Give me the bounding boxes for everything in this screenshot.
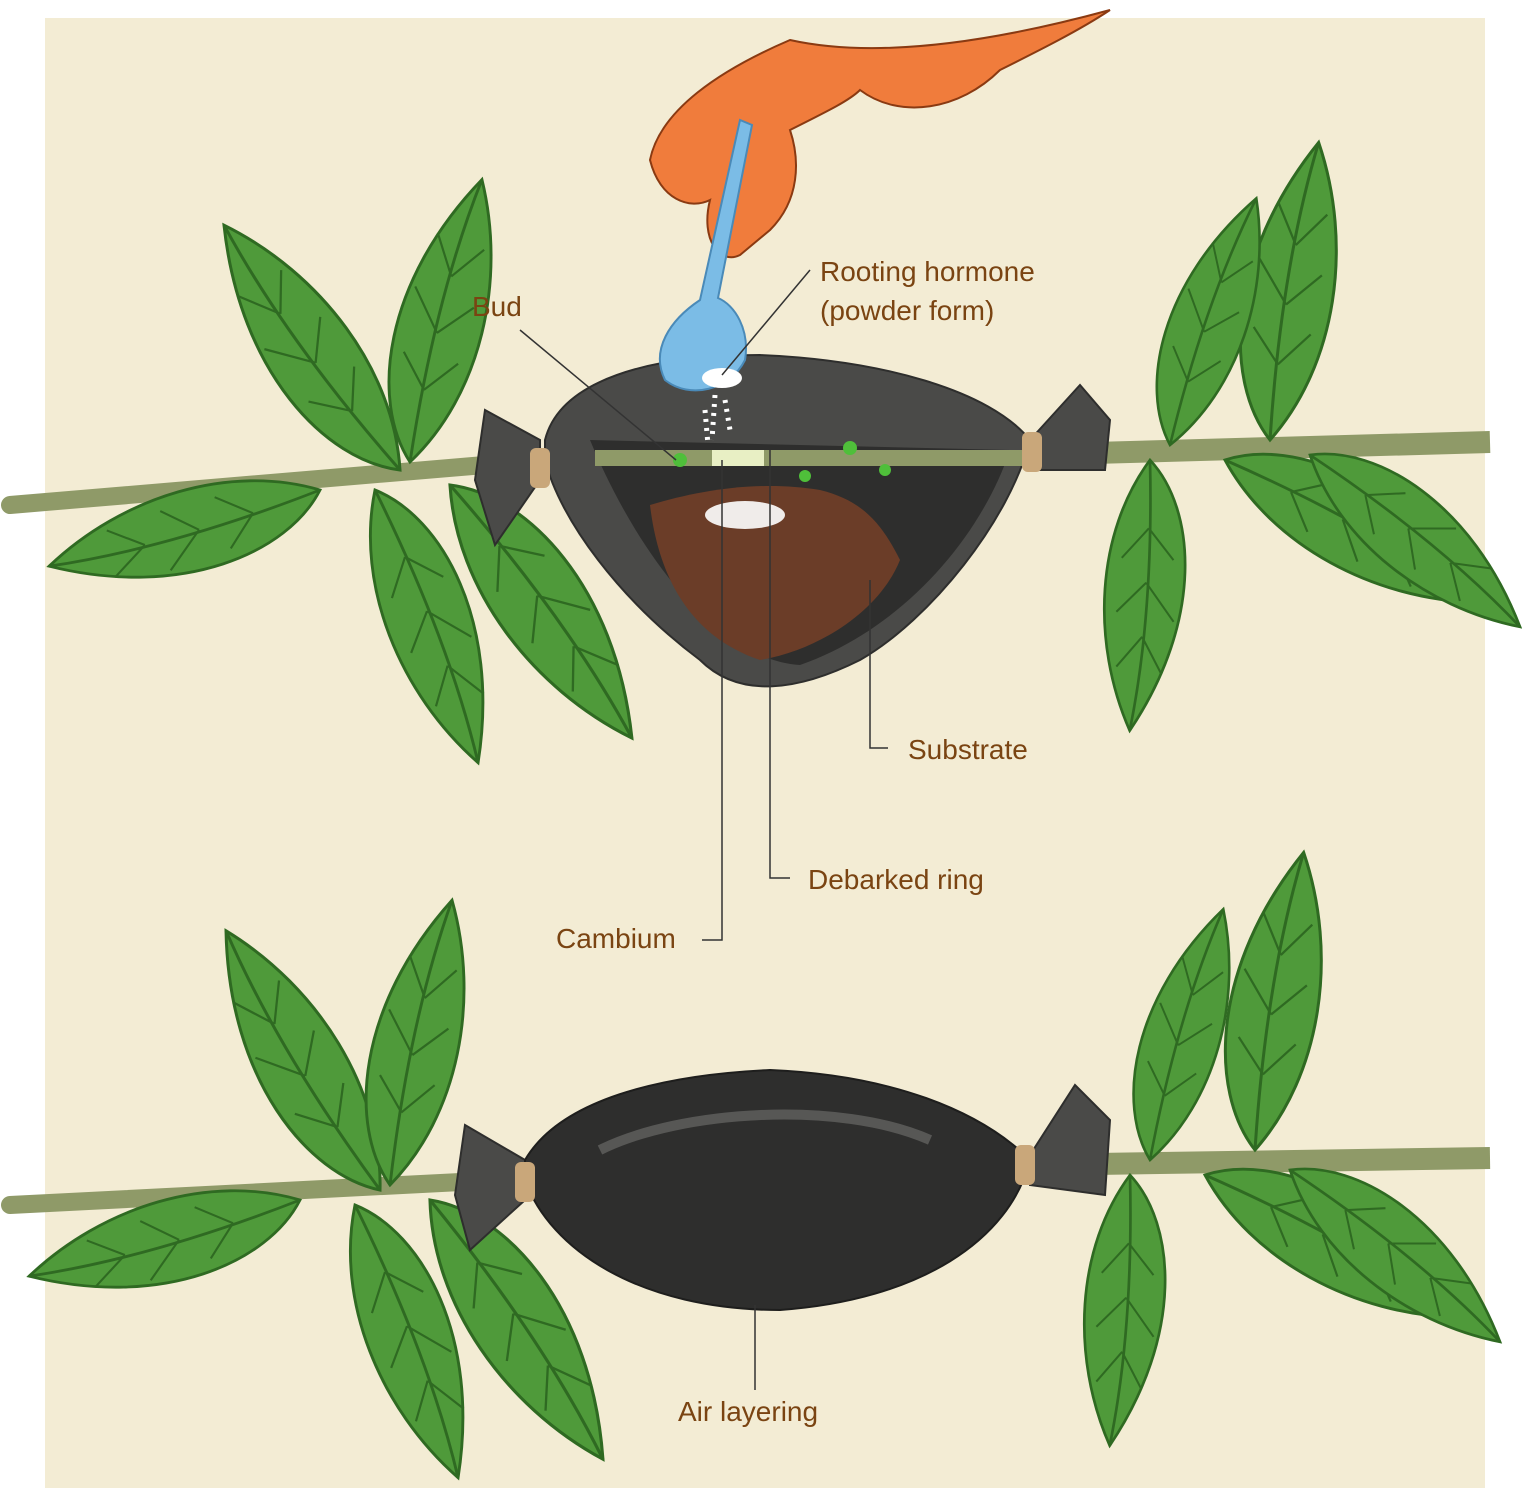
- air-layering-label: Air layering: [678, 1395, 818, 1429]
- bud-label: Bud: [472, 290, 522, 324]
- substrate-label: Substrate: [908, 733, 1028, 767]
- debarked-ring-label: Debarked ring: [808, 863, 984, 897]
- exposed-stem: [595, 450, 1025, 466]
- debarked-ring-band: [712, 450, 764, 466]
- rooting-hormone-label-line1: Rooting hormone: [820, 255, 1035, 289]
- cambium-label: Cambium: [556, 922, 676, 956]
- rooting-hormone-label-line2: (powder form): [820, 294, 994, 328]
